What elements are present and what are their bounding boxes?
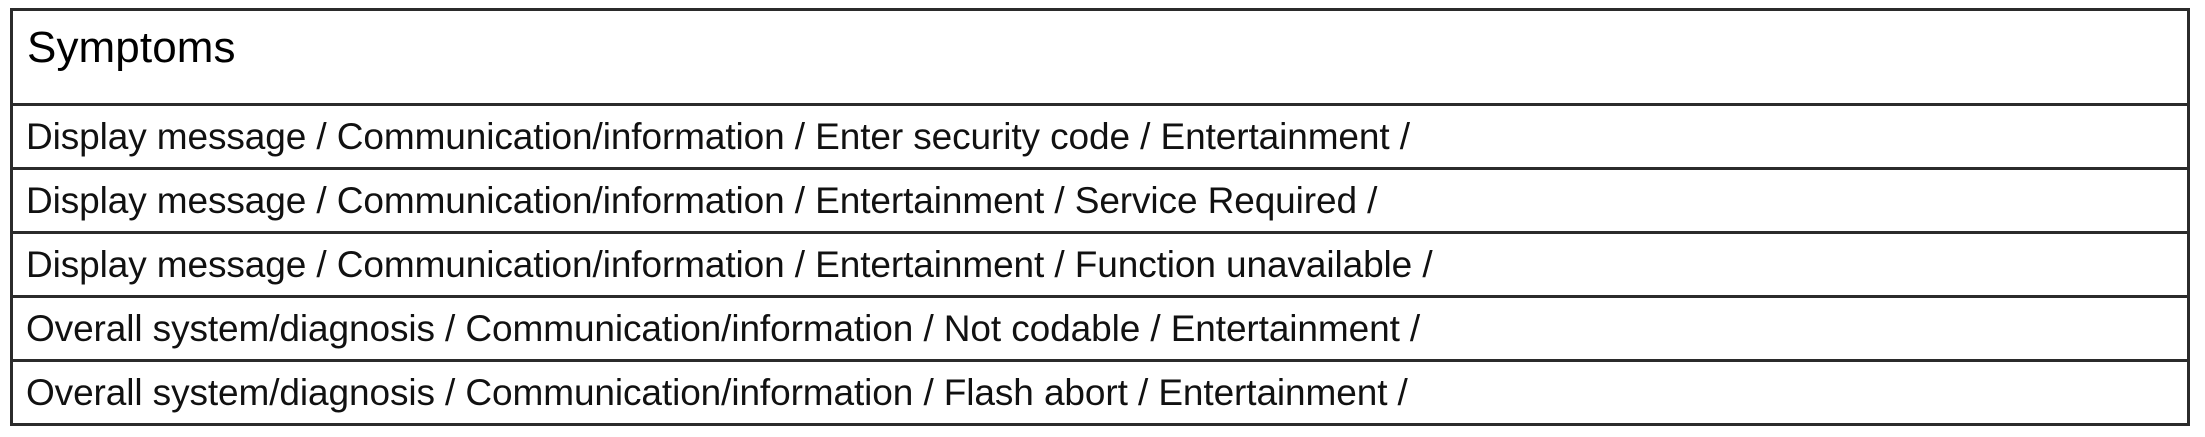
symptom-cell-1: Display message / Communication/informat… [10,103,2190,170]
symptom-cell-5: Overall system/diagnosis / Communication… [10,359,2190,426]
symptom-cell-2: Display message / Communication/informat… [10,167,2190,234]
table-row: Display message / Communication/informat… [10,167,2190,234]
table-header-row: Symptoms [10,8,2190,106]
table-row: Overall system/diagnosis / Communication… [10,359,2190,426]
table-row: Display message / Communication/informat… [10,103,2190,170]
symptom-text-2: Display message / Communication/informat… [26,179,1378,221]
symptoms-column-header: Symptoms [27,23,236,72]
symptom-text-3: Display message / Communication/informat… [26,243,1433,285]
symptom-text-1: Display message / Communication/informat… [26,115,1410,157]
symptoms-header-cell: Symptoms [10,8,2190,106]
symptoms-table: Symptoms Display message / Communication… [10,8,2190,426]
symptom-text-4: Overall system/diagnosis / Communication… [26,307,1421,349]
symptoms-table-body: Symptoms Display message / Communication… [10,8,2190,426]
symptom-cell-4: Overall system/diagnosis / Communication… [10,295,2190,362]
table-row: Overall system/diagnosis / Communication… [10,295,2190,362]
symptom-text-5: Overall system/diagnosis / Communication… [26,371,1408,413]
symptom-cell-3: Display message / Communication/informat… [10,231,2190,298]
table-row: Display message / Communication/informat… [10,231,2190,298]
